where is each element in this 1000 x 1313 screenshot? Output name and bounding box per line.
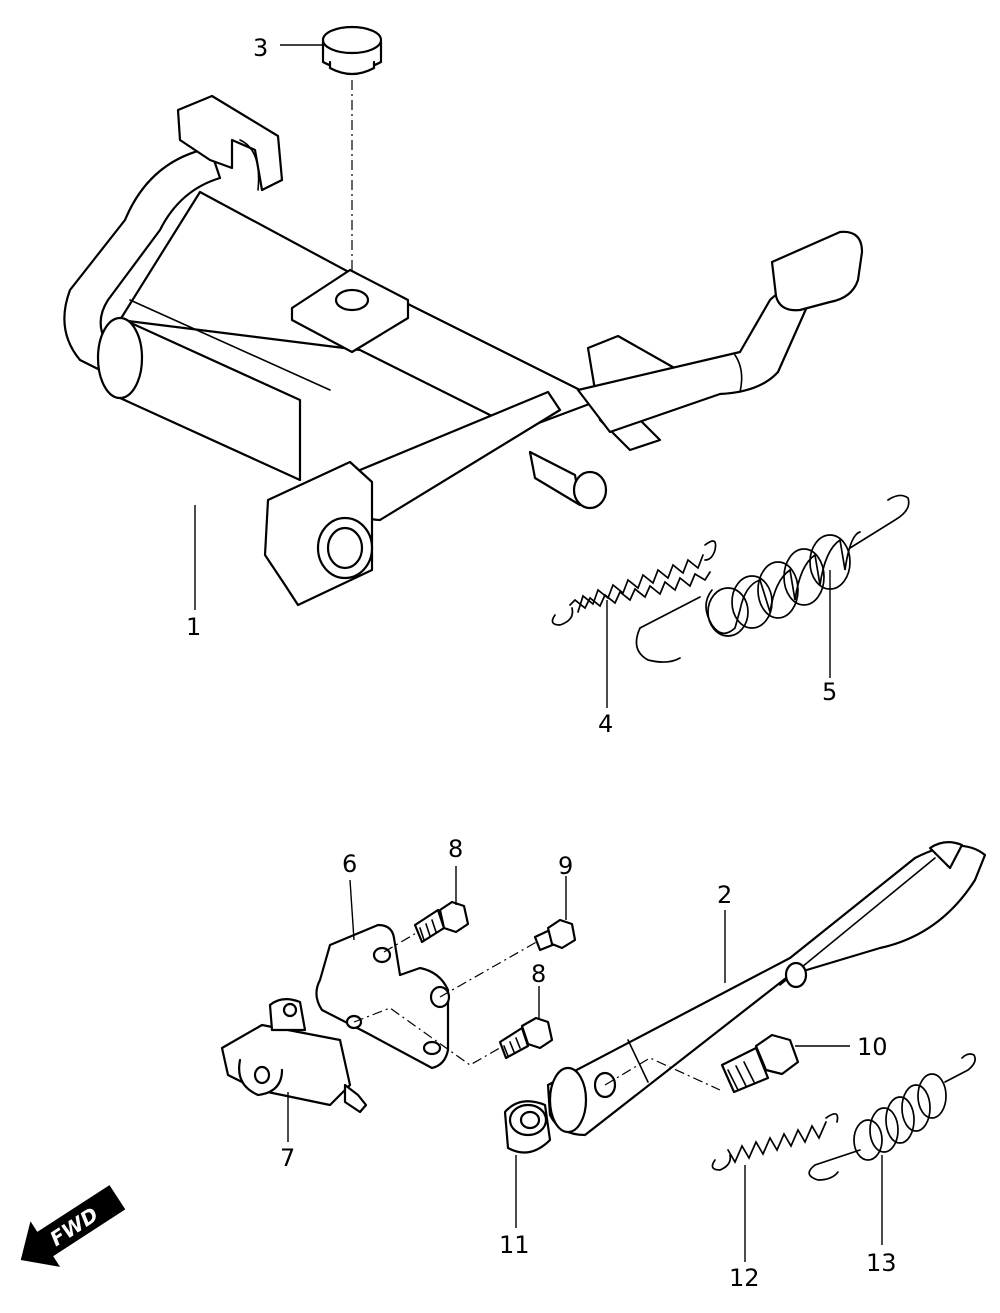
callout-4: 4 [598,710,613,738]
stand-bolt-line [604,1057,721,1091]
bolt-lower-part [498,1016,554,1060]
side-stand-bracket-part [315,923,451,1070]
forward-direction-arrow: FWD [20,1185,126,1267]
side-spring-large-part [808,1053,976,1181]
rubber-cap-part [321,25,383,76]
callout-3: 3 [253,34,268,62]
main-stand-part [63,94,864,607]
callout-5: 5 [822,678,837,706]
callout-8-upper: 8 [448,835,463,863]
callout-2: 2 [717,881,732,909]
bolt-9-part [533,918,577,952]
flange-nut-part [503,1100,552,1154]
pivot-bolt-part [720,1033,800,1094]
bolt-upper-part [413,900,470,944]
callout-11: 11 [499,1231,530,1259]
callout-6: 6 [342,850,357,878]
callout-13: 13 [866,1249,897,1277]
large-spring-part [635,494,910,663]
leader-6 [349,879,355,941]
side-stand-switch-part [220,998,368,1114]
callout-9: 9 [558,852,573,880]
bracket-bolt-line-c [353,1007,506,1066]
callout-1: 1 [186,613,201,641]
callout-8-lower: 8 [531,960,546,988]
side-spring-small-part [711,1113,839,1171]
bracket-bolt-line-b [439,939,541,998]
callout-12: 12 [729,1264,760,1292]
callout-10: 10 [857,1033,888,1061]
side-stand-part [546,841,987,1137]
callout-7: 7 [280,1144,295,1172]
small-spring-part [551,540,717,626]
